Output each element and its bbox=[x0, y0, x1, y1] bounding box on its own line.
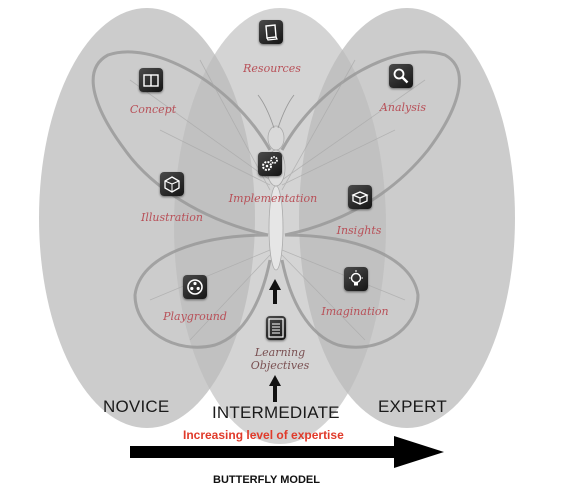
lightbulb-icon bbox=[344, 267, 368, 291]
magnifier-icon bbox=[389, 64, 413, 88]
analysis-label: Analysis bbox=[379, 101, 427, 114]
gears-icon bbox=[258, 152, 282, 176]
expertise-axis-label: Increasing level of expertise bbox=[183, 428, 344, 442]
learning-objectives-line2: Objectives bbox=[250, 359, 310, 372]
learning-objectives-label: Learning Objectives bbox=[251, 346, 309, 372]
learning-objectives-line1: Learning bbox=[254, 346, 306, 359]
expertise-arrow bbox=[130, 436, 444, 468]
implementation-label: Implementation bbox=[228, 192, 318, 205]
document-icon bbox=[266, 316, 286, 340]
cube-icon bbox=[160, 172, 184, 196]
imagination-label: Imagination bbox=[321, 305, 389, 318]
novice-label: NOVICE bbox=[103, 397, 170, 416]
resources-label: Resources bbox=[243, 62, 301, 75]
left-upper-wing bbox=[91, 50, 272, 237]
book-icon bbox=[259, 20, 283, 44]
intermediate-label: INTERMEDIATE bbox=[212, 403, 340, 422]
concept-label: Concept bbox=[129, 103, 177, 116]
box-icon bbox=[348, 185, 372, 209]
up-arrow-upper bbox=[269, 279, 281, 304]
expert-label: EXPERT bbox=[378, 397, 447, 416]
film-reel-icon bbox=[183, 275, 207, 299]
left-lower-wing bbox=[133, 233, 272, 349]
up-arrow-lower bbox=[269, 375, 281, 402]
open-book-icon bbox=[139, 68, 163, 92]
insights-label: Insights bbox=[336, 224, 382, 237]
illustration-label: Illustration bbox=[141, 211, 203, 224]
model-title: BUTTERFLY MODEL bbox=[213, 474, 320, 486]
playground-label: Playground bbox=[163, 310, 227, 323]
right-lower-wing bbox=[280, 233, 420, 349]
